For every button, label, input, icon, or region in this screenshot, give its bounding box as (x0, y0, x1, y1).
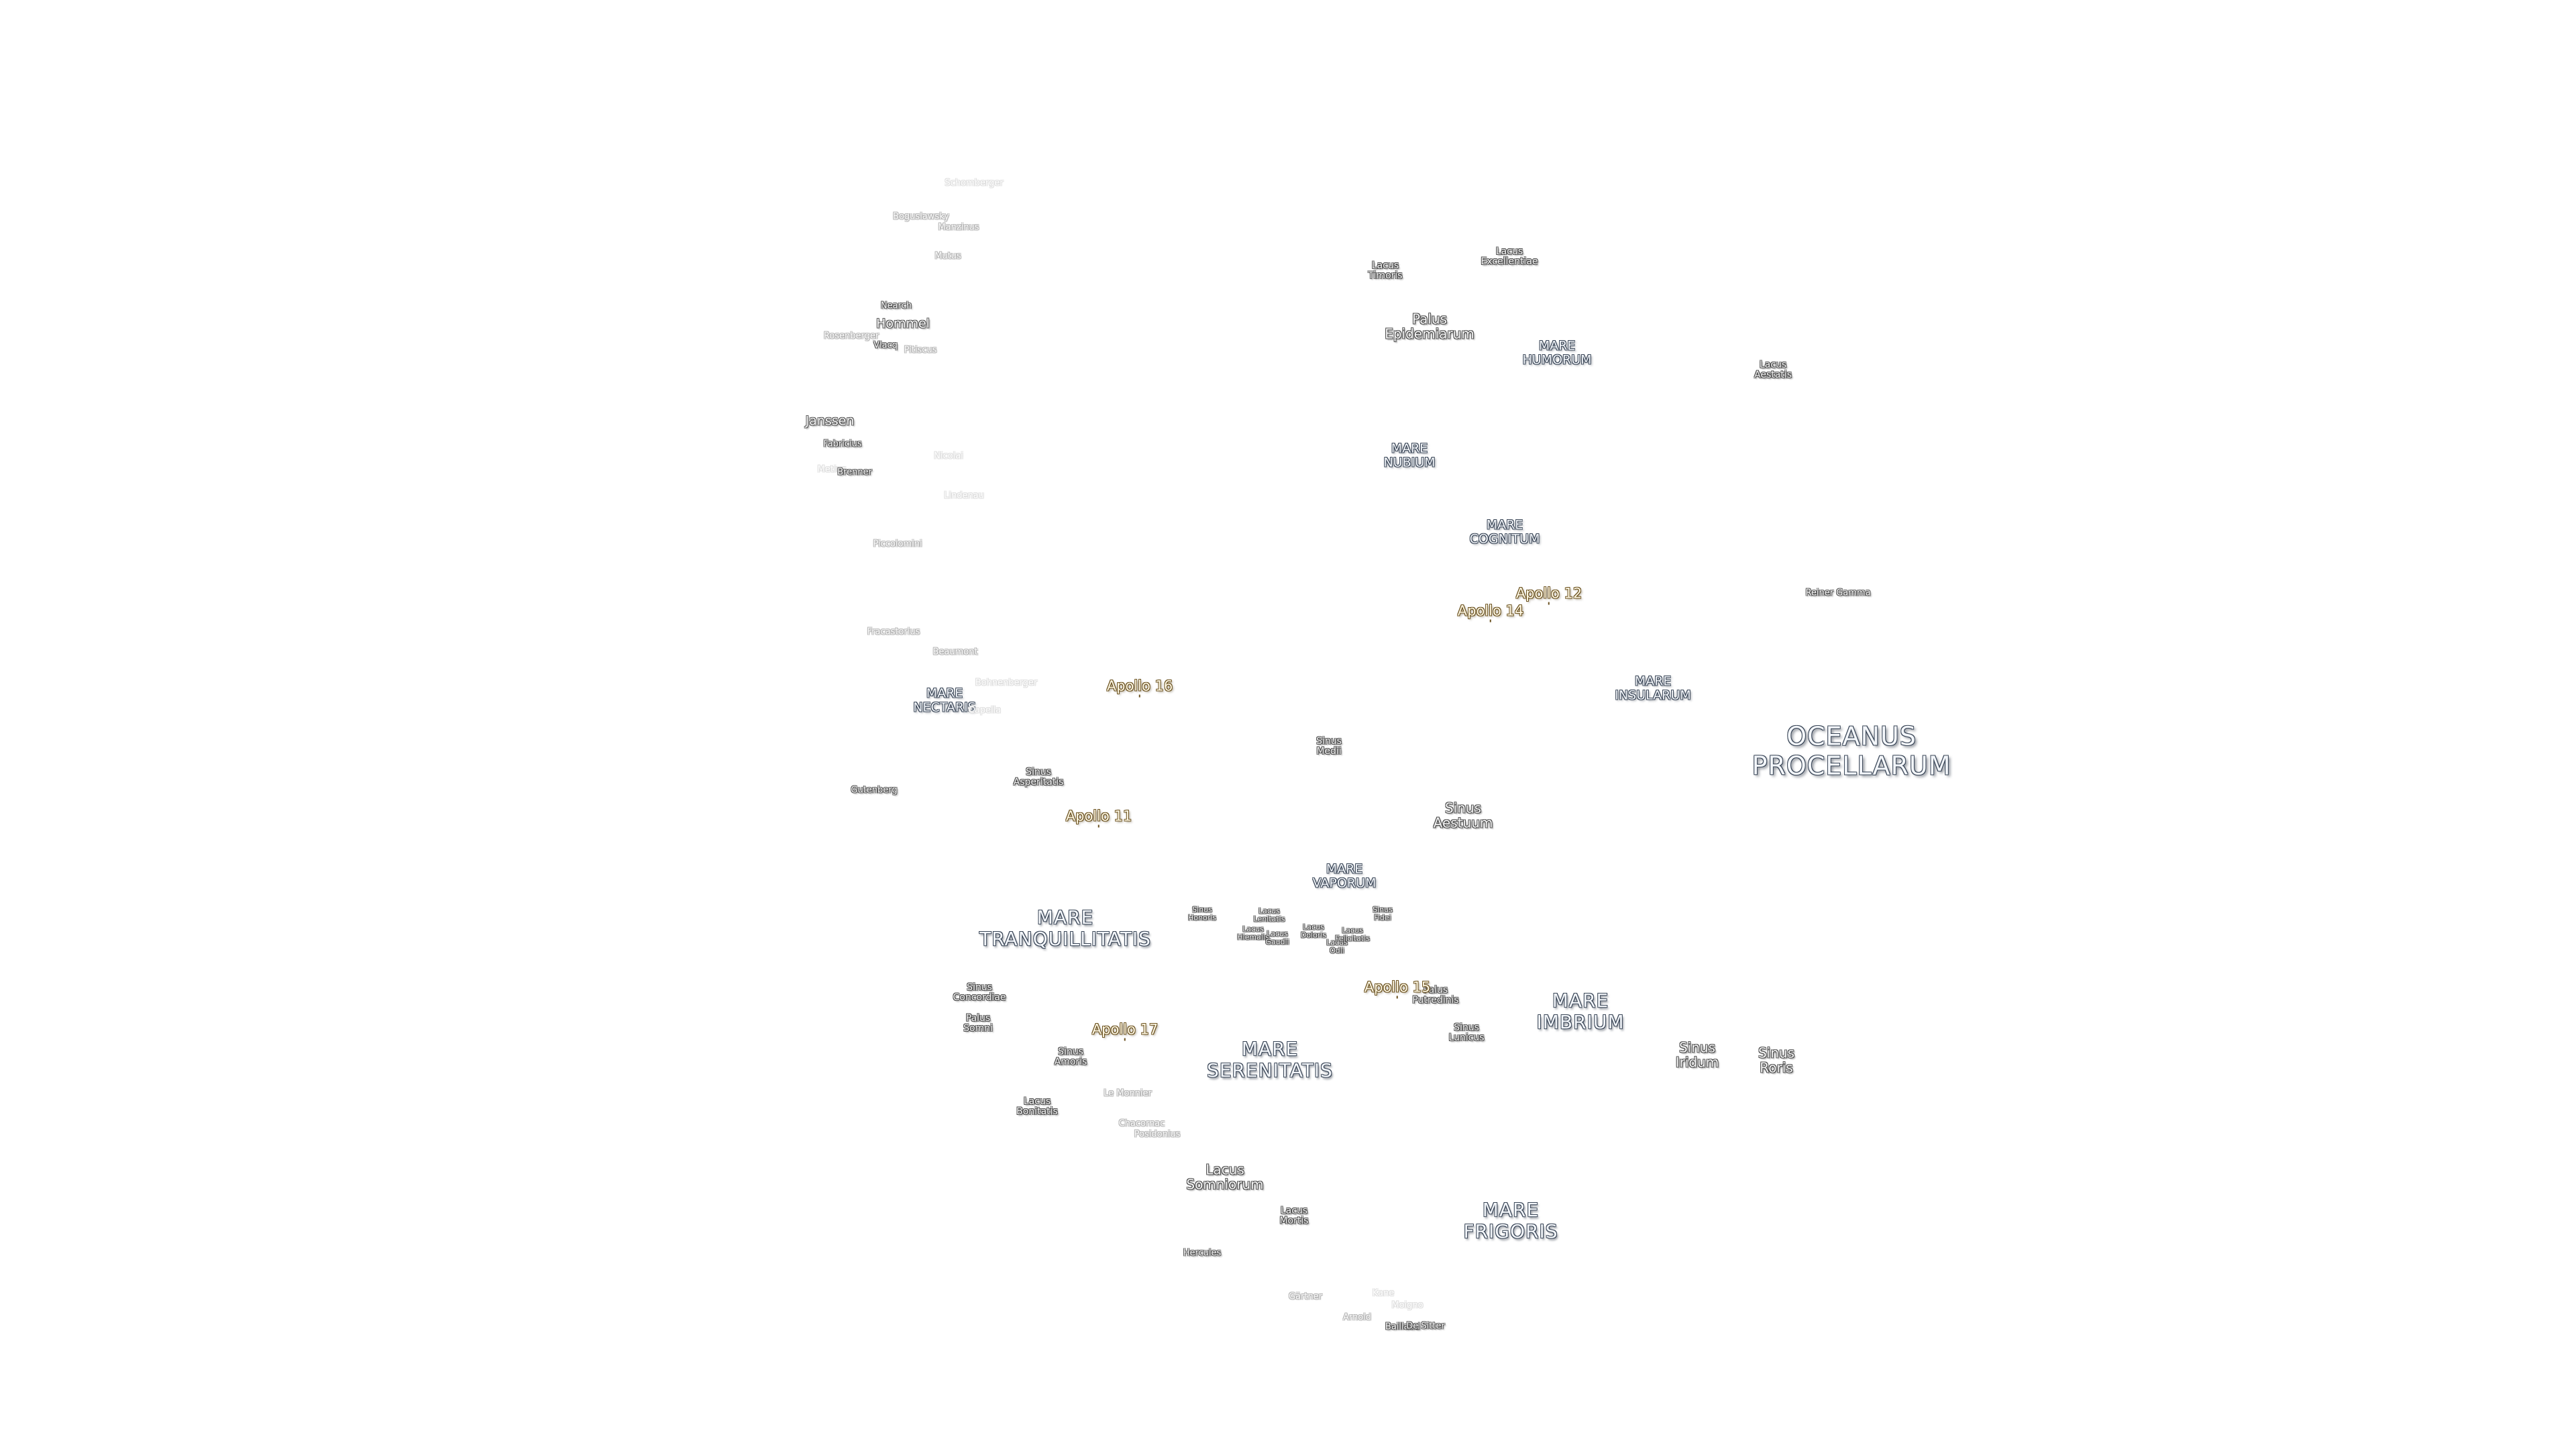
map-label-lacus-excellentiae[interactable]: Lacus Excellentiae (1481, 246, 1538, 267)
map-label-palus-somni[interactable]: Palus Somni (963, 1012, 993, 1034)
map-label-mare-vaporum[interactable]: MARE VAPORUM (1312, 861, 1377, 891)
map-label-mare-insularum[interactable]: MARE INSULARUM (1615, 674, 1691, 703)
map-label-bohnenberger[interactable]: Bohnenberger (975, 678, 1038, 688)
map-label-g-rtner[interactable]: Gärtner (1288, 1291, 1323, 1302)
map-label-sinus-fidei[interactable]: Sinus Fidei (1373, 905, 1393, 922)
map-label-moigno[interactable]: Moigno (1391, 1300, 1424, 1311)
map-label-janssen[interactable]: Janssen (805, 413, 855, 429)
map-label-mare-frigoris[interactable]: MARE FRIGORIS (1463, 1198, 1558, 1242)
map-label-vlacq[interactable]: Vlacq (873, 340, 898, 351)
map-label-piccolomini[interactable]: Piccolomini (873, 539, 922, 549)
map-label-capella[interactable]: Capella (968, 705, 1002, 716)
map-label-schomberger[interactable]: Schomberger (945, 178, 1004, 189)
map-label-mare-humorum[interactable]: MARE HUMORUM (1522, 338, 1592, 368)
map-label-lacus-timoris[interactable]: Lacus Timoris (1368, 260, 1403, 281)
map-label-lacus-doloris[interactable]: Lacus Doloris (1300, 922, 1327, 939)
map-label-gutenberg[interactable]: Gutenberg (851, 785, 898, 796)
map-label-kane[interactable]: Kane (1372, 1288, 1395, 1299)
map-label-fracastorius[interactable]: Fracastorius (867, 627, 920, 637)
map-label-sinus-lunicus[interactable]: Sinus Lunicus (1448, 1022, 1485, 1043)
map-label-fabricius[interactable]: Fabricius (823, 439, 862, 449)
map-label-apollo-11[interactable]: Apollo 11 (1065, 808, 1132, 828)
map-label-sinus-concordiae[interactable]: Sinus Concordiae (953, 981, 1006, 1003)
map-label-palus-epidemiarum[interactable]: Palus Epidemiarum (1385, 311, 1474, 341)
map-label-lindenau[interactable]: Lindenau (944, 490, 984, 501)
map-label-oceanus-procellarum[interactable]: OCEANUS PROCELLARUM (1752, 721, 1951, 780)
map-label-sinus-aestuum[interactable]: Sinus Aestuum (1433, 800, 1493, 830)
map-label-lacus-mortis[interactable]: Lacus Mortis (1279, 1205, 1309, 1226)
map-label-lacus-odii[interactable]: Lacus Odii (1326, 938, 1348, 955)
map-label-lacus-felicitatis[interactable]: Lacus Felicitatis (1335, 926, 1370, 943)
map-label-pitiscus[interactable]: Pitiscus (904, 345, 937, 356)
map-label-apollo-14[interactable]: Apollo 14 (1457, 602, 1524, 623)
map-label-lacus-gaudii[interactable]: Lacus Gaudii (1265, 929, 1289, 946)
map-label-sinus-asperitatis[interactable]: Sinus Asperitatis (1013, 766, 1064, 788)
map-label-le-monnier[interactable]: Le Monnier (1104, 1088, 1152, 1099)
map-label-apollo-15[interactable]: Apollo 15 (1364, 979, 1431, 999)
map-label-sinus-iridum[interactable]: Sinus Iridum (1675, 1039, 1719, 1070)
map-label-metius[interactable]: Metius (817, 464, 847, 475)
map-label-palus-putredinis[interactable]: Palus Putredinis (1412, 984, 1459, 1006)
map-label-posidonius[interactable]: Posidonius (1134, 1129, 1181, 1140)
map-label-lacus-somniorum[interactable]: Lacus Somniorum (1186, 1161, 1264, 1192)
map-label-apollo-16[interactable]: Apollo 16 (1106, 678, 1173, 698)
map-label-mare-serenitatis[interactable]: MARE SERENITATIS (1207, 1037, 1333, 1081)
map-label-de-sitter[interactable]: De Sitter (1406, 1321, 1445, 1332)
map-label-lacus-lenitatis[interactable]: Lacus Lenitatis (1253, 906, 1285, 923)
map-label-mare-tranquillitatis[interactable]: MARE TRANQUILLITATIS (979, 906, 1151, 950)
map-label-sinus-medii[interactable]: Sinus Medii (1316, 735, 1342, 757)
map-label-sinus-roris[interactable]: Sinus Roris (1758, 1044, 1795, 1075)
map-label-manzinus[interactable]: Manzinus (938, 222, 979, 233)
map-label-sinus-honoris[interactable]: Sinus Honoris (1187, 905, 1217, 922)
map-label-reiner-gamma[interactable]: Reiner Gamma (1805, 588, 1871, 598)
map-label-lacus-bonitatis[interactable]: Lacus Bonitatis (1016, 1095, 1058, 1117)
map-label-lacus-aestatis[interactable]: Lacus Aestatis (1754, 359, 1792, 380)
map-label-nicolai[interactable]: Nicolai (934, 451, 963, 462)
map-label-mare-nectaris[interactable]: MARE NECTARIS (913, 686, 976, 715)
map-label-nearch[interactable]: Nearch (880, 301, 912, 311)
map-label-rosenberger[interactable]: Rosenberger (823, 331, 879, 341)
map-label-hommel[interactable]: Hommel (876, 316, 930, 331)
map-label-chacornac[interactable]: Chacornac (1118, 1118, 1165, 1129)
map-label-brenner[interactable]: Brenner (837, 467, 872, 478)
map-label-baillaud[interactable]: Baillaud (1385, 1322, 1421, 1332)
map-label-sinus-amoris[interactable]: Sinus Amoris (1054, 1046, 1087, 1067)
map-label-boguslawsky[interactable]: Boguslawsky (893, 211, 949, 222)
map-label-arnold[interactable]: Arnold (1342, 1312, 1372, 1323)
map-label-mare-cognitum[interactable]: MARE COGNITUM (1469, 517, 1540, 547)
map-label-mare-imbrium[interactable]: MARE IMBRIUM (1536, 989, 1625, 1033)
map-label-hercules[interactable]: Hercules (1183, 1248, 1222, 1258)
map-label-mutus[interactable]: Mutus (934, 251, 961, 262)
map-label-lacus-hiemalis[interactable]: Lacus Hiemalis (1237, 924, 1269, 941)
map-label-mare-nubium[interactable]: MARE NUBIUM (1383, 441, 1436, 470)
map-label-apollo-17[interactable]: Apollo 17 (1091, 1021, 1159, 1041)
map-label-beaumont[interactable]: Beaumont (932, 647, 978, 657)
map-label-apollo-12[interactable]: Apollo 12 (1515, 585, 1582, 605)
